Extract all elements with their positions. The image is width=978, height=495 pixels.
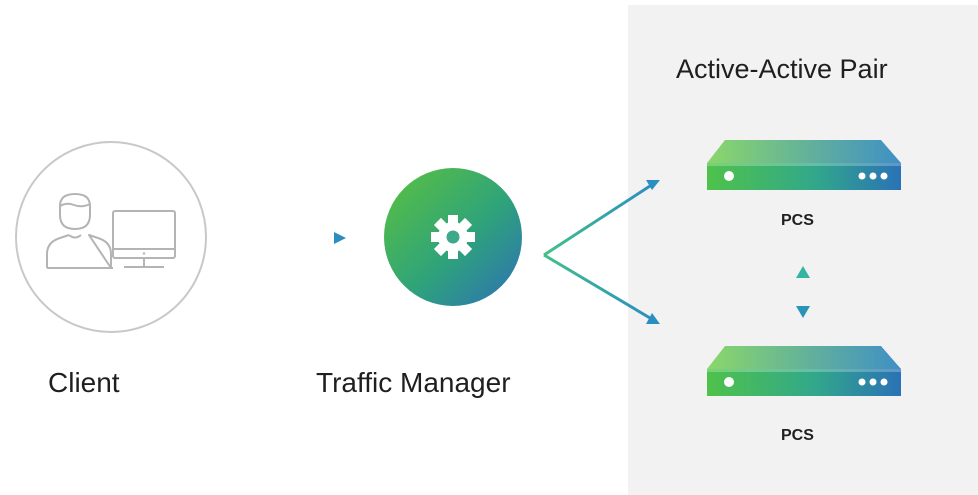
pcs-label-1: PCS	[781, 212, 814, 229]
person-icon	[46, 193, 113, 269]
traffic-manager-label: Traffic Manager	[316, 367, 511, 398]
server-icon	[707, 346, 901, 396]
pcs-label-2: PCS	[781, 427, 814, 444]
fork-arrows	[543, 180, 660, 324]
server-pcs-2	[707, 346, 901, 396]
monitor-icon	[112, 210, 176, 268]
pair-title: Active-Active Pair	[676, 54, 888, 84]
arrow-right-icon	[237, 232, 346, 244]
active-active-pair-panel	[628, 5, 978, 495]
gear-icon	[431, 215, 475, 259]
server-pcs-1	[707, 140, 901, 190]
client-node	[15, 141, 207, 333]
arrow-head-bottom	[646, 313, 660, 324]
double-arrow-icon	[796, 266, 810, 318]
traffic-manager-node	[384, 168, 522, 306]
arrow-head-top	[646, 180, 660, 190]
client-label: Client	[48, 367, 120, 398]
server-icon	[707, 140, 901, 190]
